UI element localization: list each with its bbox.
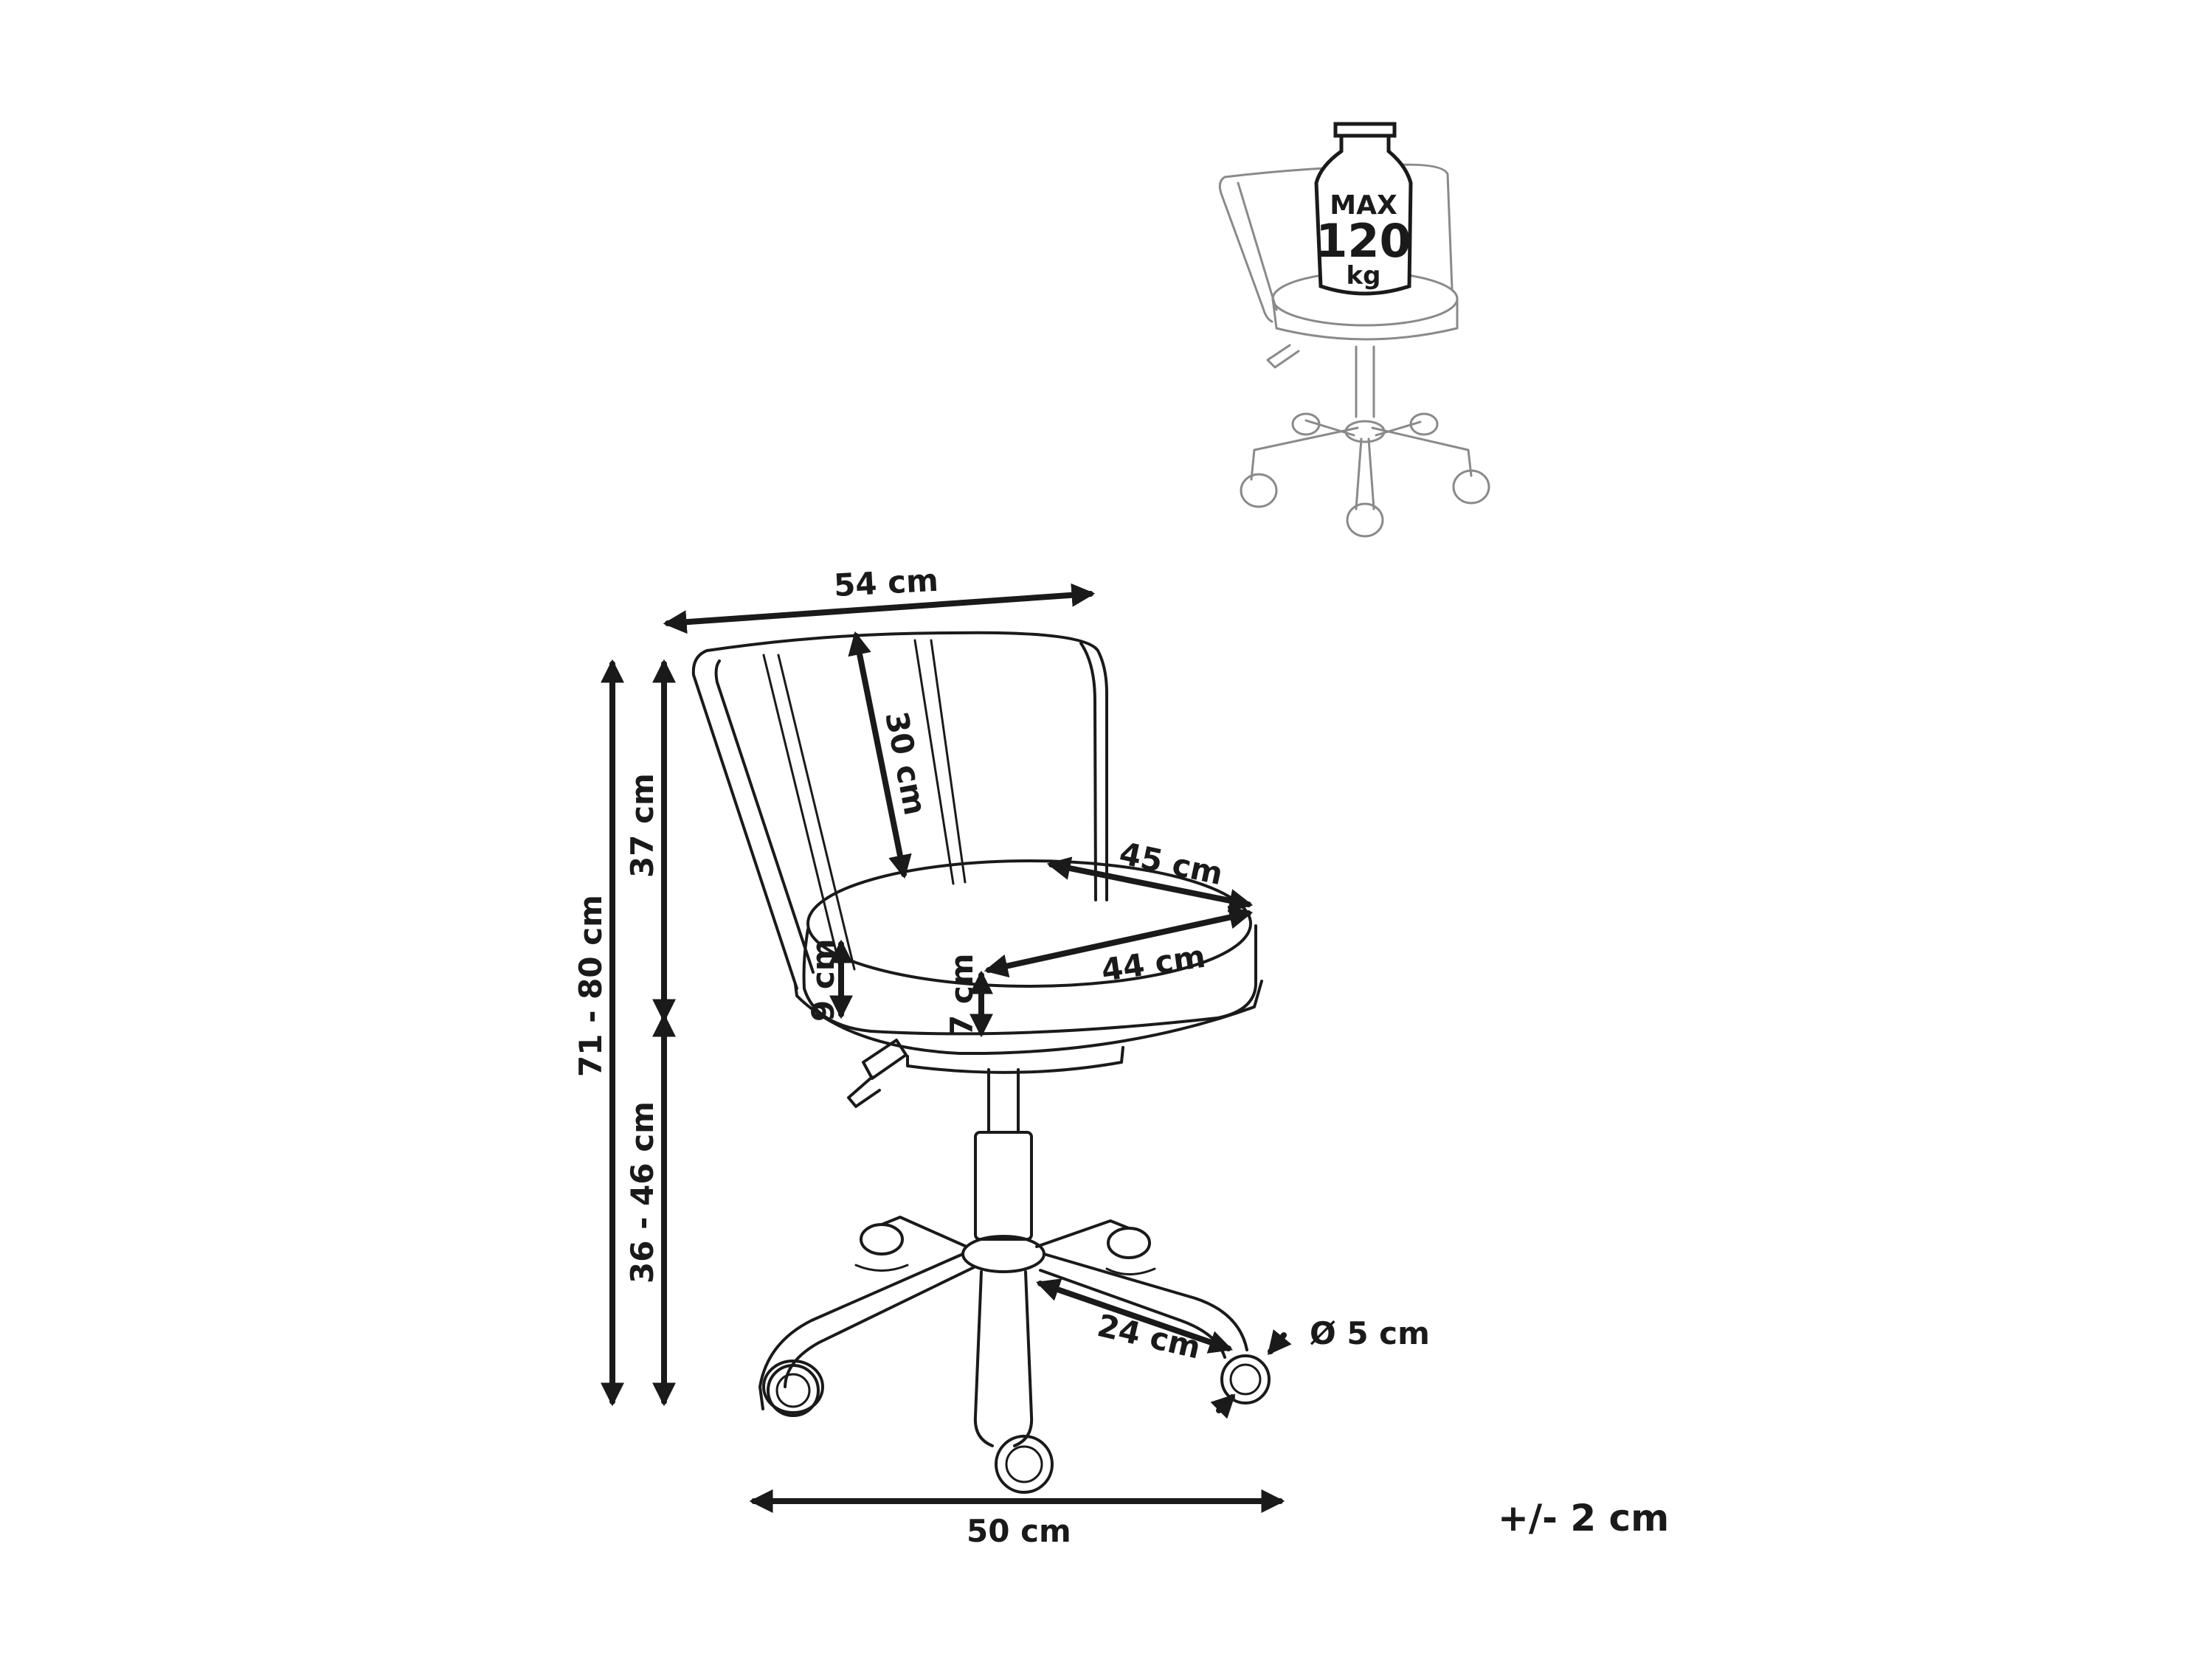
- label-seat-height: 36 - 46 cm: [624, 1101, 660, 1284]
- thumbnail-chair: [1218, 163, 1490, 538]
- arrow-backrest-width: [663, 583, 1096, 634]
- max-load-weight-icon: MAX 120 kg: [1314, 122, 1413, 296]
- label-base-width: 50 cm: [967, 1513, 1071, 1549]
- dimension-labels: 54 cm 30 cm 37 cm 71 - 80 cm 36 - 46 cm …: [573, 562, 1669, 1549]
- label-back-height: 37 cm: [624, 773, 660, 878]
- max-load-label: MAX: [1330, 190, 1397, 221]
- label-seat-thickness-front: 7 cm: [944, 953, 980, 1036]
- arrow-base-leg: [1035, 1278, 1234, 1354]
- label-base-leg: 24 cm: [1094, 1307, 1204, 1366]
- arrow-wheel-top: [1267, 1329, 1292, 1355]
- arrow-seat-width: [984, 905, 1254, 978]
- label-seat-thickness-back: 9 cm: [805, 938, 841, 1022]
- max-load-value: 120: [1316, 214, 1411, 268]
- label-seat-width: 44 cm: [1099, 938, 1208, 988]
- dimension-lines: [601, 583, 1292, 1513]
- label-wheel-diameter: Ø 5 cm: [1310, 1315, 1430, 1351]
- tolerance-note: +/- 2 cm: [1498, 1497, 1669, 1539]
- main-chair: [691, 631, 1271, 1494]
- arrow-seat-depth: [1046, 856, 1254, 912]
- label-backrest-width: 54 cm: [833, 562, 939, 603]
- max-load-unit: kg: [1347, 261, 1381, 291]
- arrow-wheel-bottom: [1210, 1393, 1236, 1419]
- label-total-height: 71 - 80 cm: [573, 895, 609, 1077]
- arrow-backrest-height: [848, 631, 912, 879]
